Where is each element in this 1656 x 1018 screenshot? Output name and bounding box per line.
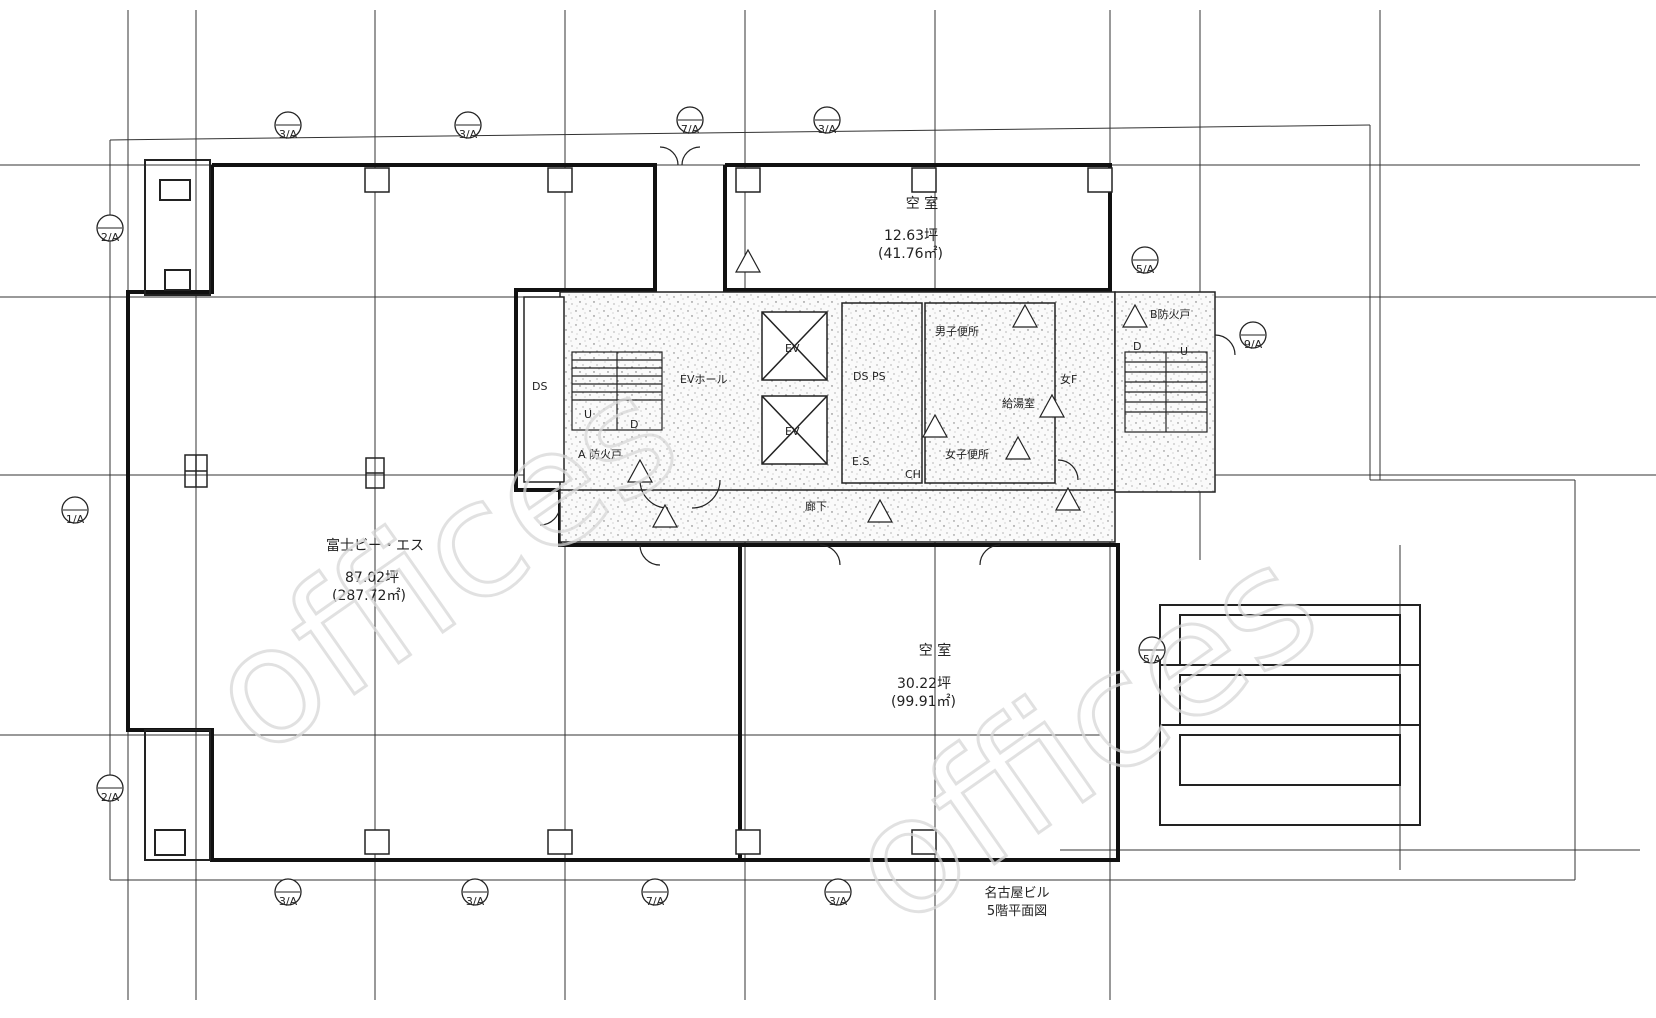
grid-marker-label: 3/A — [818, 123, 837, 136]
grid-marker-label: 2/A — [101, 231, 120, 244]
office-vacant-north-walls — [723, 163, 1112, 292]
core-ch: CH — [905, 468, 921, 481]
grid-marker-top-2: 3/A — [454, 111, 482, 141]
stair-right — [1124, 351, 1208, 433]
room-vacant-south-tsubo: 30.22坪 — [897, 676, 951, 692]
grid-marker-label: 3/A — [279, 128, 298, 141]
grid-marker-label: 9/A — [1244, 338, 1263, 351]
grid-marker-label: 3/A — [829, 895, 848, 908]
watermark-text: offices — [175, 338, 710, 791]
grid-marker-label: 5/A — [1136, 263, 1155, 276]
room-vacant-north-name: 空 室 — [906, 195, 938, 212]
grid-marker-label: 3/A — [459, 128, 478, 141]
room-vacant-north-sqm: (41.76㎡) — [878, 246, 943, 262]
grid-marker-bottom-2: 3/A — [461, 878, 489, 908]
core-ev-upper: EV — [785, 342, 800, 355]
grid-marker-top-3: 7/A — [676, 106, 704, 136]
stair-left — [571, 351, 663, 431]
room-fujibs-tsubo: 87.02坪 — [345, 570, 399, 586]
grid-marker-label: 7/A — [681, 123, 700, 136]
stair-left-up: U — [584, 408, 592, 421]
grid-marker-left-2: 1/A — [61, 496, 89, 526]
grid-marker-top-4: 3/A — [813, 106, 841, 136]
grid-marker-label: 3/A — [466, 895, 485, 908]
core-corridor: 廊下 — [805, 499, 827, 513]
room-vacant-north-tsubo: 12.63坪 — [884, 228, 938, 244]
stair-right-down: D — [1133, 340, 1141, 353]
door-swings — [539, 146, 1236, 566]
grid-marker-right-2: 9/A — [1239, 321, 1267, 351]
room-vacant-south-sqm: (99.91㎡) — [891, 694, 956, 710]
room-vacant-south-name: 空 室 — [919, 642, 951, 659]
grid-marker-bottom-1: 3/A — [274, 878, 302, 908]
grid-marker-bottom-3: 7/A — [641, 878, 669, 908]
core-wc-m: 男子便所 — [935, 325, 979, 338]
equipment-markers — [626, 248, 1149, 528]
grid-marker-left-3: 2/A — [96, 774, 124, 804]
elevator-shafts — [761, 302, 1056, 484]
grid-marker-bottom-4: 3/A — [824, 878, 852, 908]
grid-marker-right-3: 5/A — [1138, 636, 1166, 666]
grid-marker-label: 7/A — [646, 895, 665, 908]
grid-marker-label: 2/A — [101, 791, 120, 804]
plan-title-line1: 名古屋ビル — [984, 885, 1049, 901]
plan-title-line2: 5階平面図 — [987, 904, 1047, 919]
grid-marker-label: 3/A — [279, 895, 298, 908]
office-vacant-south-walls — [740, 543, 1120, 862]
grid-marker-label: 5/A — [1143, 653, 1162, 666]
core-evhall: EVホール — [680, 373, 727, 386]
core-wc-f: 女F — [1060, 372, 1077, 386]
grid-marker-top-1: 3/A — [274, 111, 302, 141]
core-b-label: B防火戸 — [1150, 307, 1191, 321]
core-wc-w: 女子便所 — [945, 447, 989, 461]
core-dd: 給湯室 — [1002, 396, 1035, 410]
grid-marker-left-1: 2/A — [96, 214, 124, 244]
stair-left-down: D — [630, 418, 638, 431]
floor-openings — [184, 454, 385, 489]
parking-racks — [1159, 604, 1421, 826]
stair-right-up: U — [1180, 345, 1188, 358]
core-ds-left: DS — [532, 380, 547, 393]
core-fire-door: A 防火戸 — [578, 447, 622, 461]
columns — [364, 167, 1113, 855]
core-es: E.S — [852, 455, 869, 468]
room-fujibs-sqm: (287.72㎡) — [332, 588, 406, 604]
room-fujibs-name: 富士ビー・エス — [326, 537, 424, 554]
core-ds-ps: DS PS — [853, 370, 886, 383]
left-shafts — [144, 159, 211, 861]
core-ev-lower: EV — [785, 425, 800, 438]
grid-marker-label: 1/A — [66, 513, 85, 526]
grid-marker-right-1: 5/A — [1131, 246, 1159, 276]
